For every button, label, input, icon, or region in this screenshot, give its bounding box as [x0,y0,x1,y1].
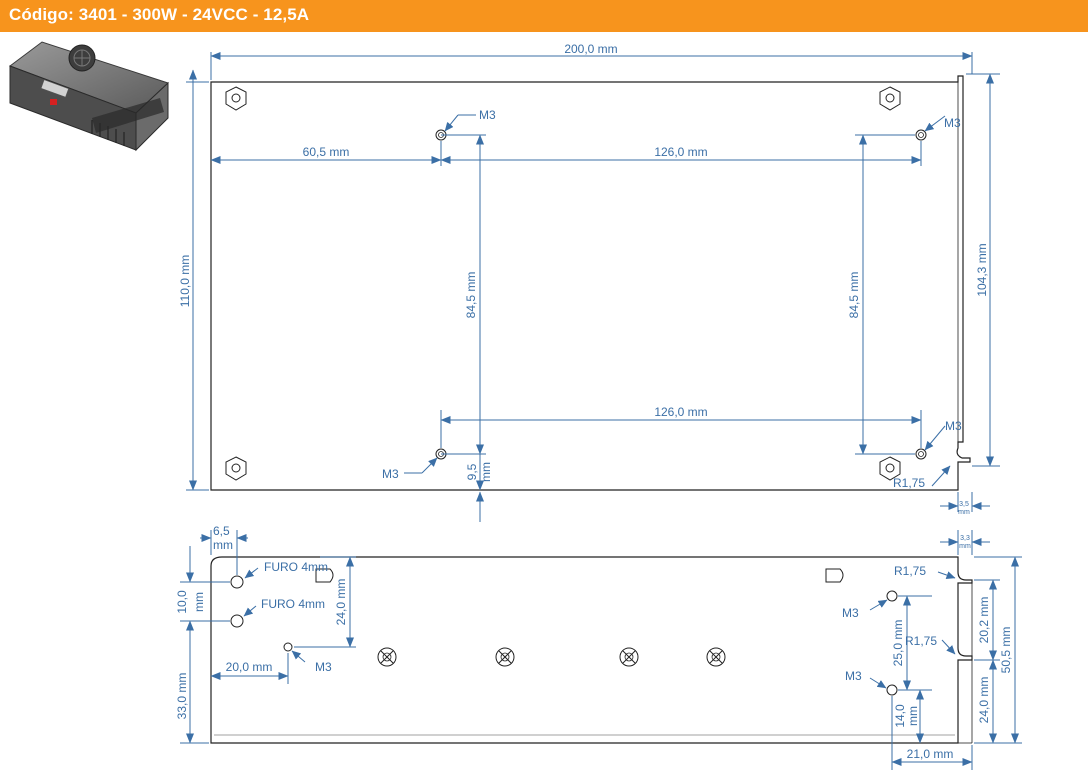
hex-nut-icon [225,456,247,481]
right-offset-label: 21,0 mm [907,747,954,761]
left-height-label: 33,0 mm [175,673,189,720]
slot-width-unit: mm [958,509,970,516]
hex-nut-icon [879,86,901,111]
title-bar: Código: 3401 - 300W - 24VCC - 12,5A [0,0,1088,32]
edge-offset-value: 6,5 [213,524,230,538]
top-view-outline [210,75,971,491]
slot-icon [825,568,844,583]
hole-spacing-unit: mm [192,592,206,612]
top-width-label: 200,0 mm [564,42,617,56]
power-supply-photo [8,41,169,152]
left-offset-label: 20,0 mm [226,660,273,674]
bottom-offset-unit: mm [906,706,920,726]
bottom-offset-value: 14,0 [893,704,907,728]
bottom-offset-value: 9,5 [465,463,479,480]
right-24-label: 24,0 mm [977,677,991,724]
m3-hole-icon [915,129,927,141]
top-view: 200,0 mm 110,0 mm 104,3 mm 60,5 mm 126,0… [178,42,1000,522]
vertical-left-label: 84,5 mm [464,272,478,319]
vertical-right-label: 84,5 mm [847,272,861,319]
m3-hole-icon [283,642,293,652]
screw-icon [619,647,639,667]
left-offset-label: 60,5 mm [303,145,350,159]
bottom-spacing-label: 126,0 mm [654,405,707,419]
m3-hole-icon [886,590,898,602]
total-height-label: 50,5 mm [999,627,1013,674]
product-code-title: Código: 3401 - 300W - 24VCC - 12,5A [9,5,310,24]
m3-label-side-right-top: M3 [842,606,859,620]
hole-4mm-icon [230,614,244,628]
m3-label-side-right-bottom: M3 [845,669,862,683]
hex-nut-icon [225,86,247,111]
m3-hole-icon [886,684,898,696]
m3-label-top-left: M3 [479,108,496,122]
hole-label-bottom: FURO 4mm [261,597,325,611]
hole-spacing-value: 10,0 [175,590,189,614]
m3-label-bottom-left: M3 [382,467,399,481]
radius-top-label: R1,75 [894,564,926,578]
hole-label-top: FURO 4mm [264,560,328,574]
right-20-label: 20,2 mm [977,597,991,644]
m3-label-bottom-right: M3 [945,419,962,433]
screw-icon [495,647,515,667]
radius-mid-label: R1,75 [905,634,937,648]
slot-width-value: 3,3 [960,535,970,542]
side-view-outline [210,556,973,744]
right-spacing-label: 25,0 mm [891,620,905,667]
radius-label: R1,75 [893,476,925,490]
hex-nut-icon [879,456,901,481]
top-spacing-label: 126,0 mm [654,145,707,159]
bottom-offset-unit: mm [479,462,493,482]
screw-icon [706,647,726,667]
edge-offset-unit: mm [213,538,233,552]
m3-label-side-left: M3 [315,660,332,674]
slot-height-label: 104,3 mm [975,243,989,296]
m3-hole-icon [915,448,927,460]
top-height-label: 110,0 mm [178,255,192,307]
slot-width-value: 3,5 [959,501,969,508]
m3-label-top-right: M3 [944,116,961,130]
side-view: 6,5 mm 10,0 mm FURO 4mm FURO 4mm 24,0 mm… [175,524,1022,770]
hole-4mm-icon [230,575,244,589]
screw-icon [377,647,397,667]
vertical-24-label: 24,0 mm [334,579,348,626]
slot-icon [315,568,334,583]
slot-width-unit: mm [959,543,971,550]
